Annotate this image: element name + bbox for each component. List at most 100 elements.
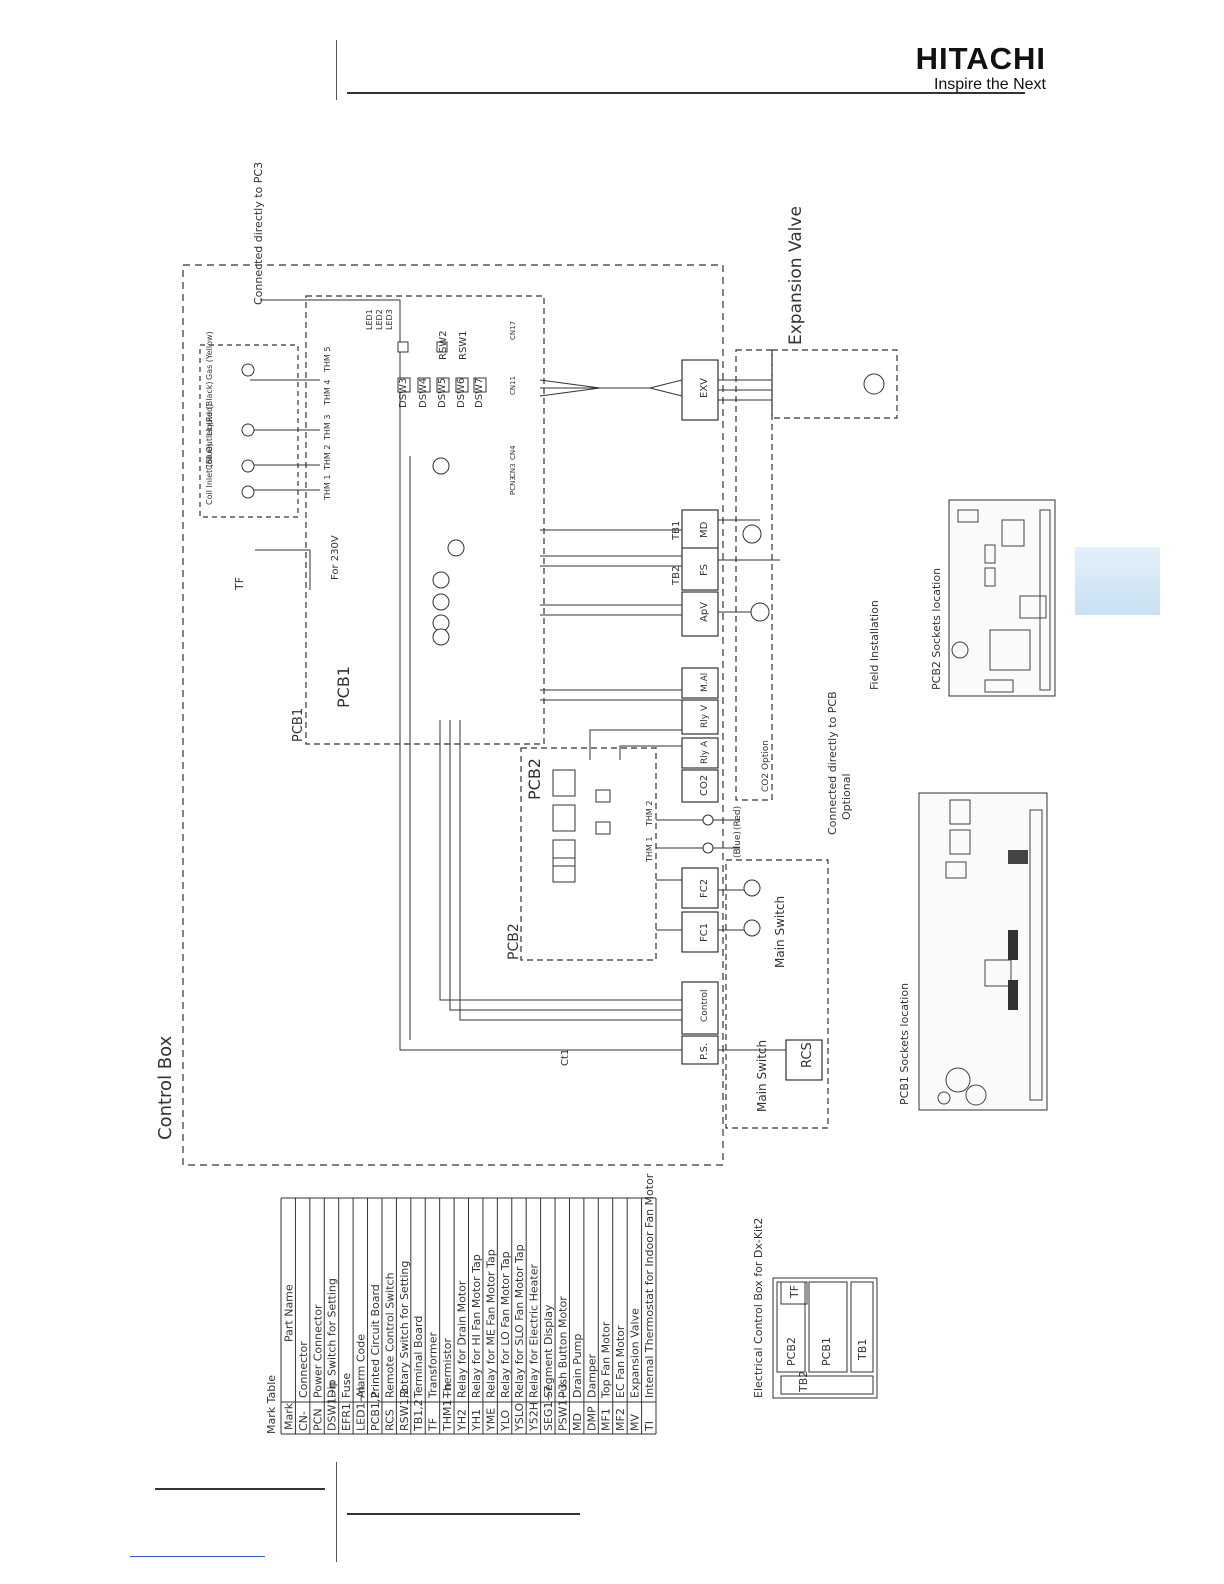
mark-table-cell-mark: DMP bbox=[585, 1406, 598, 1431]
ecb-pcb1: PCB1 bbox=[820, 1337, 833, 1366]
mark-table-cell-part: Relay for HI Fan Motor Tap bbox=[470, 1254, 483, 1398]
dsw5-label: DSW5 bbox=[437, 378, 448, 408]
tb-md: MD bbox=[699, 521, 710, 538]
mark-table-cell-part: Thermistor bbox=[441, 1338, 454, 1399]
control-box-frame bbox=[182, 264, 724, 1166]
led3-label: LED3 bbox=[385, 309, 394, 330]
tb-rlyv: Rly V bbox=[700, 704, 710, 728]
ecb-tf: TF bbox=[788, 1285, 801, 1299]
tb-fs: FS bbox=[699, 564, 710, 576]
pcb2-board-image bbox=[948, 499, 1056, 697]
pcb2-label-lower: PCB2 bbox=[506, 923, 522, 960]
mark-table-cell-part: Alarm Code bbox=[355, 1334, 368, 1398]
thm-2-label: THM 2 bbox=[323, 445, 332, 471]
mark-table-cell-part: Rotary Switch for Setting bbox=[398, 1261, 411, 1398]
rcs-label: RCS bbox=[800, 1042, 815, 1068]
mark-table-cell-part: Internal Thermostat for Indoor Fan Motor bbox=[643, 1173, 656, 1398]
mark-table-cell-mark: RSW1,2 bbox=[398, 1388, 411, 1431]
mark-table-cell-mark: MF1 bbox=[600, 1408, 613, 1431]
tb1-label: TB1 bbox=[671, 521, 682, 541]
mark-table-cell-part: Segment Display bbox=[542, 1304, 555, 1398]
cn17-label: CN17 bbox=[509, 321, 517, 340]
control-box-label: Control Box bbox=[155, 1035, 176, 1140]
mark-table-cell-mark: YLO bbox=[499, 1410, 512, 1432]
rsw1-label: RSW1 bbox=[458, 330, 469, 360]
field-install-label: Field Installation bbox=[868, 600, 881, 690]
connected-pcb-label: Connected directly to PCB bbox=[826, 691, 839, 835]
ecb-tb1: TB1 bbox=[856, 1339, 869, 1361]
pcb1-frame bbox=[305, 295, 545, 745]
pcb2-frame bbox=[520, 747, 657, 961]
co2-option-label: CO2 Option bbox=[761, 740, 771, 792]
mark-table-cell-part: Top Fan Motor bbox=[600, 1321, 613, 1399]
pcb2-label: PCB2 bbox=[525, 758, 544, 800]
mark-table-cell-mark: YME bbox=[484, 1408, 497, 1432]
mark-table-cell-mark: DSW1~n bbox=[326, 1381, 339, 1431]
tb-mal: M.Al bbox=[700, 673, 710, 692]
mark-table-cell-mark: YSLO bbox=[513, 1403, 526, 1432]
connected-pcb3-label: Connected directly to PC3 bbox=[252, 162, 265, 305]
dsw7-label: DSW7 bbox=[474, 378, 485, 408]
mark-table-cell-mark: MV bbox=[629, 1414, 642, 1431]
header-rule bbox=[347, 92, 1025, 94]
main-switch-label: Main Switch bbox=[773, 896, 787, 968]
tb-fc2: FC2 bbox=[699, 879, 710, 898]
sensor-liquid: Liquid (Black) bbox=[205, 381, 214, 436]
mark-table-cell-part: Damper bbox=[585, 1353, 598, 1398]
tb-exv: EXV bbox=[699, 378, 710, 398]
mark-table-cell-part: Relay for ME Fan Motor Tap bbox=[484, 1249, 497, 1398]
sensor-coil-inlet: Coil Inlet (Blue) bbox=[205, 443, 214, 505]
main-switch-label-2: Main Switch bbox=[755, 1040, 769, 1112]
mark-table-cell-mark: RCS bbox=[383, 1409, 396, 1431]
cn4-label: CN4 bbox=[509, 445, 517, 460]
mark-table-cell-part: Printed Circuit Board bbox=[369, 1284, 382, 1398]
ecb-pcb2: PCB2 bbox=[785, 1337, 798, 1366]
tb-fc1: FC1 bbox=[699, 923, 710, 942]
electrical-control-box bbox=[772, 1277, 878, 1399]
mark-table-cell-part: Push Button Motor bbox=[556, 1296, 569, 1398]
thm-1-label: THM 1 bbox=[323, 475, 332, 501]
rsw2-label: RSW2 bbox=[438, 330, 449, 360]
section-tab bbox=[1075, 547, 1160, 615]
mark-table-cell-part: Relay for Electric Heater bbox=[528, 1264, 541, 1398]
footer-rule-left bbox=[155, 1488, 325, 1490]
led1-label: LED1 bbox=[365, 309, 374, 330]
sensor-frame bbox=[199, 344, 299, 518]
mark-table-cell-mark: TI bbox=[643, 1421, 656, 1432]
mark-table-cell-part: Terminal Board bbox=[412, 1316, 425, 1399]
pcb2-thm1: THM 1 bbox=[645, 837, 654, 863]
mark-table-cell-mark: Y52H bbox=[528, 1402, 541, 1432]
mark-table-cell-part: Dip Switch for Setting bbox=[326, 1278, 339, 1398]
pcb1-label: PCB1 bbox=[334, 666, 353, 708]
pcn3-label: PCN3 bbox=[509, 476, 517, 495]
pcb2-thm2: THM 2 bbox=[645, 801, 654, 827]
mark-table-cell-part: Remote Control Switch bbox=[383, 1272, 396, 1398]
footer-divider bbox=[336, 1462, 337, 1562]
ecb-title: Electrical Control Box for Dx-Kit2 bbox=[752, 1218, 765, 1398]
mark-table-cell-part: Relay for SLO Fan Motor Tap bbox=[513, 1244, 526, 1398]
mark-table-cell-mark: MF2 bbox=[614, 1408, 627, 1431]
mark-table-cell-mark: YH1 bbox=[470, 1409, 483, 1432]
pcb2-sockets-label: PCB2 Sockets location bbox=[930, 568, 943, 690]
for-230v-label: For 230V bbox=[330, 535, 341, 580]
sensor-coil-outlet: Coil Outlet (Red) bbox=[205, 404, 214, 470]
ecb-tb2: TB2 bbox=[797, 1371, 810, 1393]
cn3-label: CN3 bbox=[509, 463, 517, 478]
tb2-label: TB2 bbox=[671, 566, 682, 586]
mark-table-cell-mark: PCB1,2 bbox=[369, 1392, 382, 1431]
mark-table-cell-part: Relay for Drain Motor bbox=[456, 1280, 469, 1398]
tb-ps: P.S. bbox=[699, 1043, 710, 1060]
mark-table-header-mark: Mark bbox=[282, 1402, 295, 1430]
brand-name: HITACHI bbox=[915, 41, 1046, 76]
red-label: (Red) bbox=[733, 806, 743, 830]
field-install-frame bbox=[725, 859, 829, 1129]
led2-label: LED2 bbox=[375, 309, 384, 330]
mark-table-cell-mark: TB1,2 bbox=[412, 1399, 425, 1432]
mark-table-cell-part: Relay for LO Fan Motor Tap bbox=[499, 1251, 512, 1398]
mark-table-title: Mark Table bbox=[265, 1375, 278, 1434]
pcb1-sockets-label: PCB1 Sockets location bbox=[898, 983, 911, 1105]
footer-link-line bbox=[130, 1556, 265, 1557]
tb-co2: CO2 bbox=[699, 775, 710, 796]
